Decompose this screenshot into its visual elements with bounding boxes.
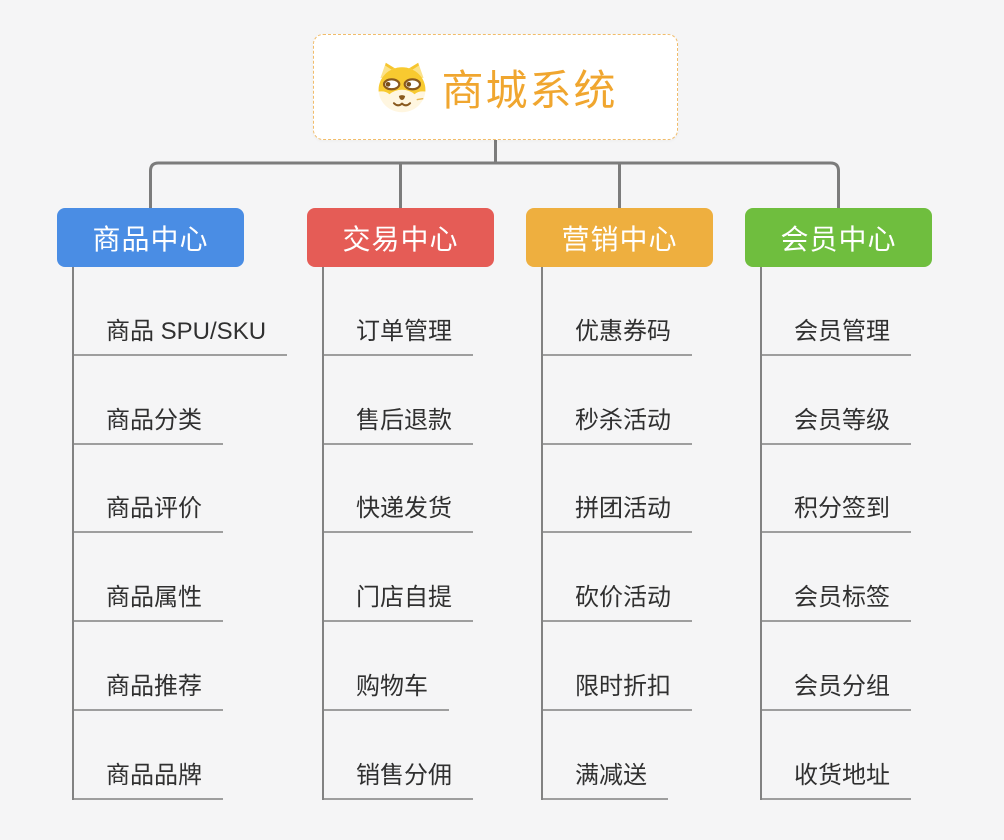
leaf-node[interactable]: 购物车	[322, 666, 449, 711]
leaf-node[interactable]: 商品品牌	[72, 755, 223, 800]
branch-label: 商品中心	[92, 223, 209, 255]
leaf-node[interactable]: 销售分佣	[322, 755, 473, 800]
leaf-node[interactable]: 快递发货	[322, 488, 473, 534]
root-node[interactable]: 商城系统	[313, 34, 678, 140]
leaf-node[interactable]: 订单管理	[322, 311, 473, 356]
leaf-node[interactable]: 收货地址	[760, 755, 911, 800]
leaf-node[interactable]: 商品 SPU/SKU	[72, 311, 288, 356]
leaf-node[interactable]: 秒杀活动	[541, 400, 692, 445]
leaf-node[interactable]: 满减送	[541, 755, 668, 800]
branch-children-marketing-center: 优惠券码 秒杀活动 拼团活动 砍价活动 限时折扣 满减送	[541, 267, 692, 800]
leaf-node[interactable]: 门店自提	[322, 577, 473, 623]
shiba-dog-icon	[373, 60, 431, 114]
branch-trunk-line	[760, 267, 762, 800]
leaf-node[interactable]: 优惠券码	[541, 311, 692, 356]
leaf-node[interactable]: 会员等级	[760, 400, 911, 445]
branch-label: 会员中心	[780, 223, 897, 255]
branch-trunk-line	[541, 267, 543, 800]
leaf-node[interactable]: 商品评价	[72, 488, 223, 534]
branch-node-trade-center[interactable]: 交易中心	[307, 208, 494, 267]
leaf-node[interactable]: 限时折扣	[541, 666, 692, 711]
leaf-node[interactable]: 砍价活动	[541, 577, 692, 623]
branch-node-member-center[interactable]: 会员中心	[745, 208, 932, 267]
branch-children-member-center: 会员管理 会员等级 积分签到 会员标签 会员分组 收货地址	[760, 267, 911, 800]
branch-node-product-center[interactable]: 商品中心	[57, 208, 244, 267]
branch-node-marketing-center[interactable]: 营销中心	[526, 208, 713, 267]
branch-children-trade-center: 订单管理 售后退款 快递发货 门店自提 购物车 销售分佣	[322, 267, 473, 800]
leaf-node[interactable]: 售后退款	[322, 400, 473, 445]
branch-trunk-line	[72, 267, 74, 800]
branch-children-product-center: 商品 SPU/SKU 商品分类 商品评价 商品属性 商品推荐 商品品牌	[72, 267, 288, 800]
leaf-node[interactable]: 会员管理	[760, 311, 911, 356]
leaf-node[interactable]: 积分签到	[760, 488, 911, 534]
root-title: 商城系统	[441, 66, 618, 114]
leaf-node[interactable]: 会员标签	[760, 577, 911, 623]
leaf-node[interactable]: 商品属性	[72, 577, 223, 623]
branch-label: 交易中心	[342, 223, 459, 255]
leaf-node[interactable]: 商品分类	[72, 400, 223, 445]
branch-trunk-line	[322, 267, 324, 800]
leaf-node[interactable]: 会员分组	[760, 666, 911, 711]
leaf-node[interactable]: 商品推荐	[72, 666, 223, 711]
branch-label: 营销中心	[561, 223, 678, 255]
leaf-node[interactable]: 拼团活动	[541, 488, 692, 534]
